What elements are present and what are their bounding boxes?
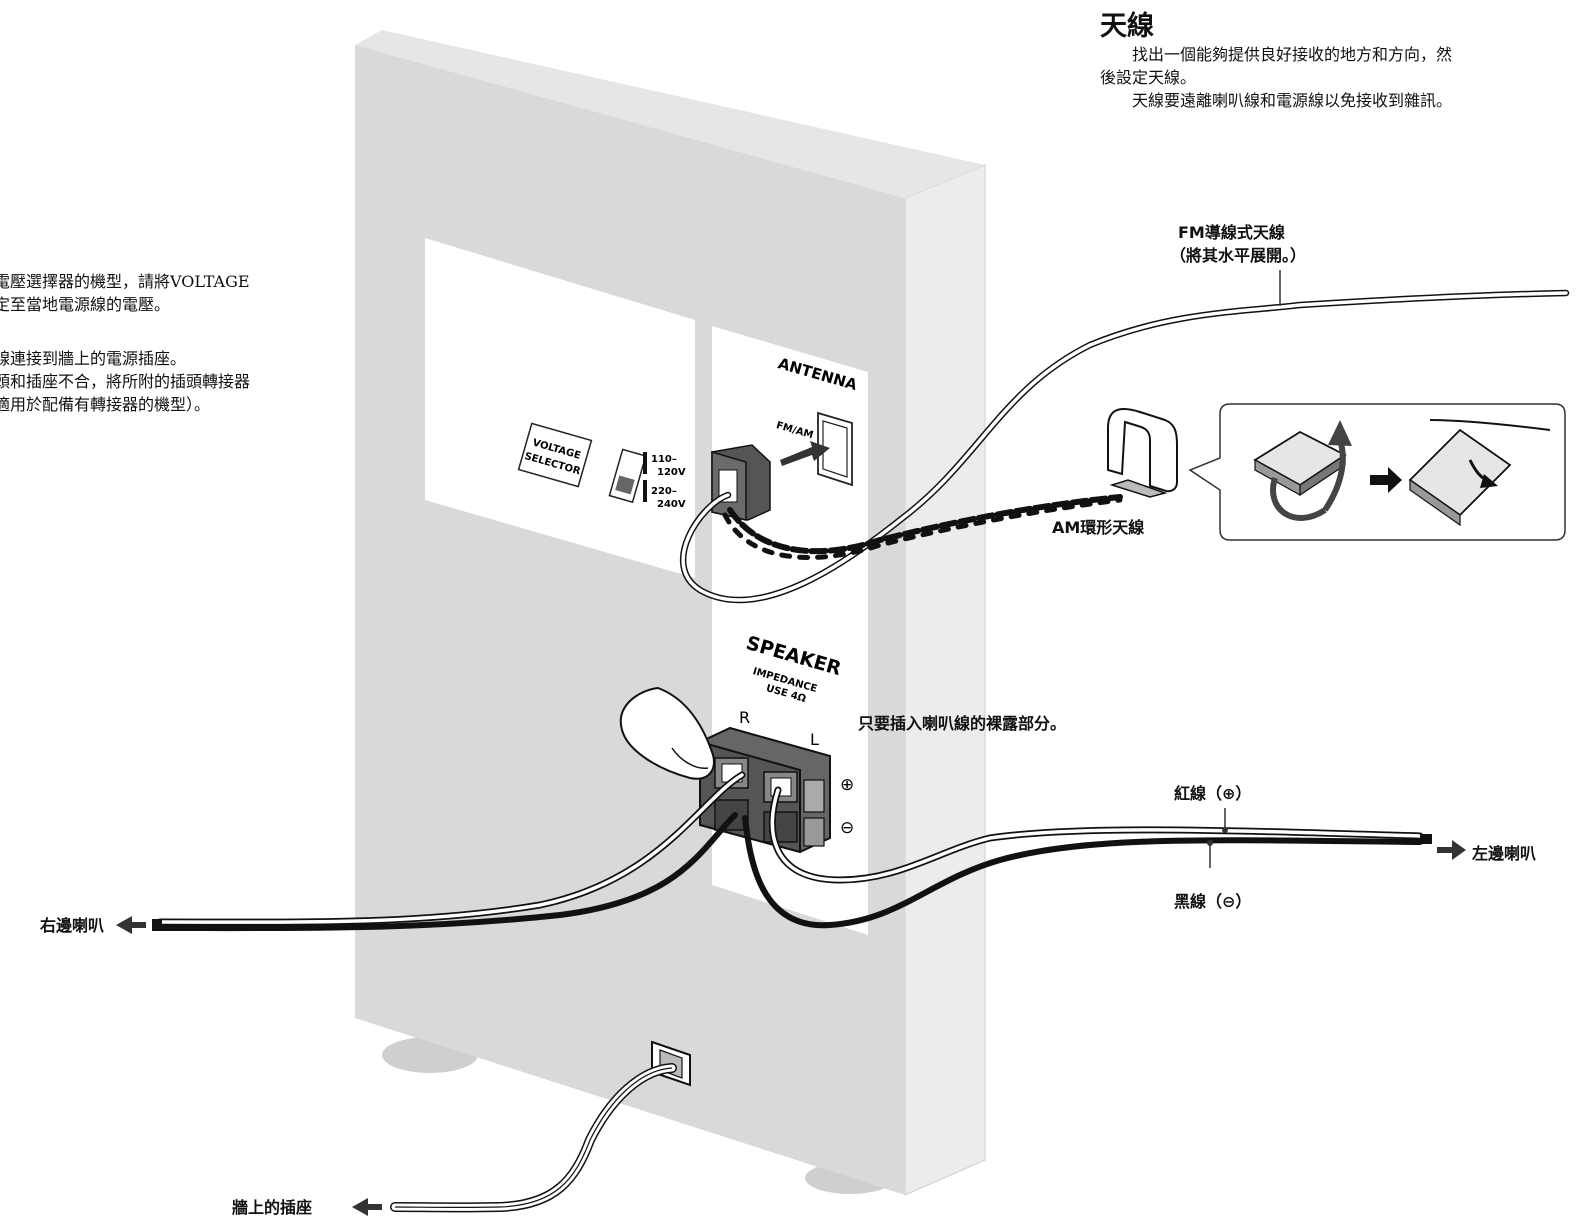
am-loop-antenna-icon [1107, 408, 1178, 498]
left-note-2: 定至當地電源線的電壓。 [0, 295, 171, 314]
step-arrow-icon [1370, 467, 1402, 493]
plus-terminal-symbol: ⊕ [840, 775, 854, 795]
left-speaker-cable-end [1420, 834, 1432, 844]
antenna-section-text-3: 天線要遠離喇叭線和電源線以免接收到雜訊。 [1100, 91, 1453, 110]
antenna-section-text-2: 後設定天線。 [1100, 68, 1197, 87]
left-speaker-label: 左邊喇叭 [1472, 844, 1537, 863]
left-speaker-black-wire [742, 815, 1423, 929]
voltage-110: 110– [651, 454, 677, 465]
minus-terminal-symbol: ⊖ [840, 818, 854, 838]
power-cord-inner [391, 1064, 676, 1211]
wall-outlet-label: 牆上的插座 [232, 1198, 313, 1217]
am-stand-rotate-icon [1253, 420, 1352, 521]
voltage-switch[interactable] [608, 448, 647, 504]
right-speaker-red-wire-inner [158, 773, 744, 924]
left-speaker-arrow [1437, 840, 1466, 860]
fm-antenna-label-1: FM導線式天線 [1178, 223, 1285, 242]
red-wire-leader-dot [1222, 827, 1228, 833]
voltage-mark-110 [643, 452, 647, 474]
antenna-section-title: 天線 [1100, 11, 1154, 42]
left-note-5: 適用於配備有轉接器的機型）。 [0, 395, 211, 414]
right-speaker-black-wire [157, 812, 738, 932]
antenna-section-text-1: 找出一個能夠提供良好接收的地方和方向，然 [1100, 45, 1453, 64]
terminal-l-label: L [810, 730, 819, 749]
left-note-1: 電壓選擇器的機型，請將VOLTAGE [0, 272, 250, 291]
finger-press-icon [619, 686, 715, 780]
wall-outlet-arrow [352, 1198, 382, 1216]
left-note-3: 線連接到牆上的電源插座。 [0, 349, 187, 368]
insert-arrow [780, 441, 830, 466]
voltage-mark-220 [643, 480, 647, 502]
voltage-240: 240V [657, 499, 686, 510]
am-twisted-lead [727, 494, 1123, 555]
right-speaker-label: 右邊喇叭 [40, 916, 105, 935]
right-speaker-cable-end [152, 919, 162, 931]
cabinet-top [355, 30, 985, 198]
voltage-120: 120V [657, 467, 686, 478]
power-cord-split [394, 1067, 673, 1209]
red-wire-label: 紅線（⊕） [1174, 784, 1252, 803]
am-antenna-label: AM環形天線 [1052, 518, 1145, 537]
black-wire-leader-dot [1207, 840, 1213, 846]
fm-wire-antenna-inner [681, 291, 1568, 602]
black-wire-label: 黑線（⊖） [1174, 892, 1252, 911]
left-speaker-red-wire-inner [770, 788, 1422, 882]
fm-antenna-label-2: （將其水平展開。） [1170, 246, 1307, 265]
left-note-4: 頭和插座不合，將所附的插頭轉接器 [0, 372, 251, 391]
right-speaker-arrow [116, 916, 146, 934]
voltage-220: 220– [651, 486, 677, 497]
bare-wire-note: 只要插入喇叭線的裸露部分。 [858, 714, 1067, 733]
am-twisted-lead-2 [722, 497, 1123, 560]
am-stand-attach-icon [1408, 419, 1551, 527]
terminal-r-label: R [739, 708, 750, 727]
cabinet-side [904, 164, 986, 1196]
